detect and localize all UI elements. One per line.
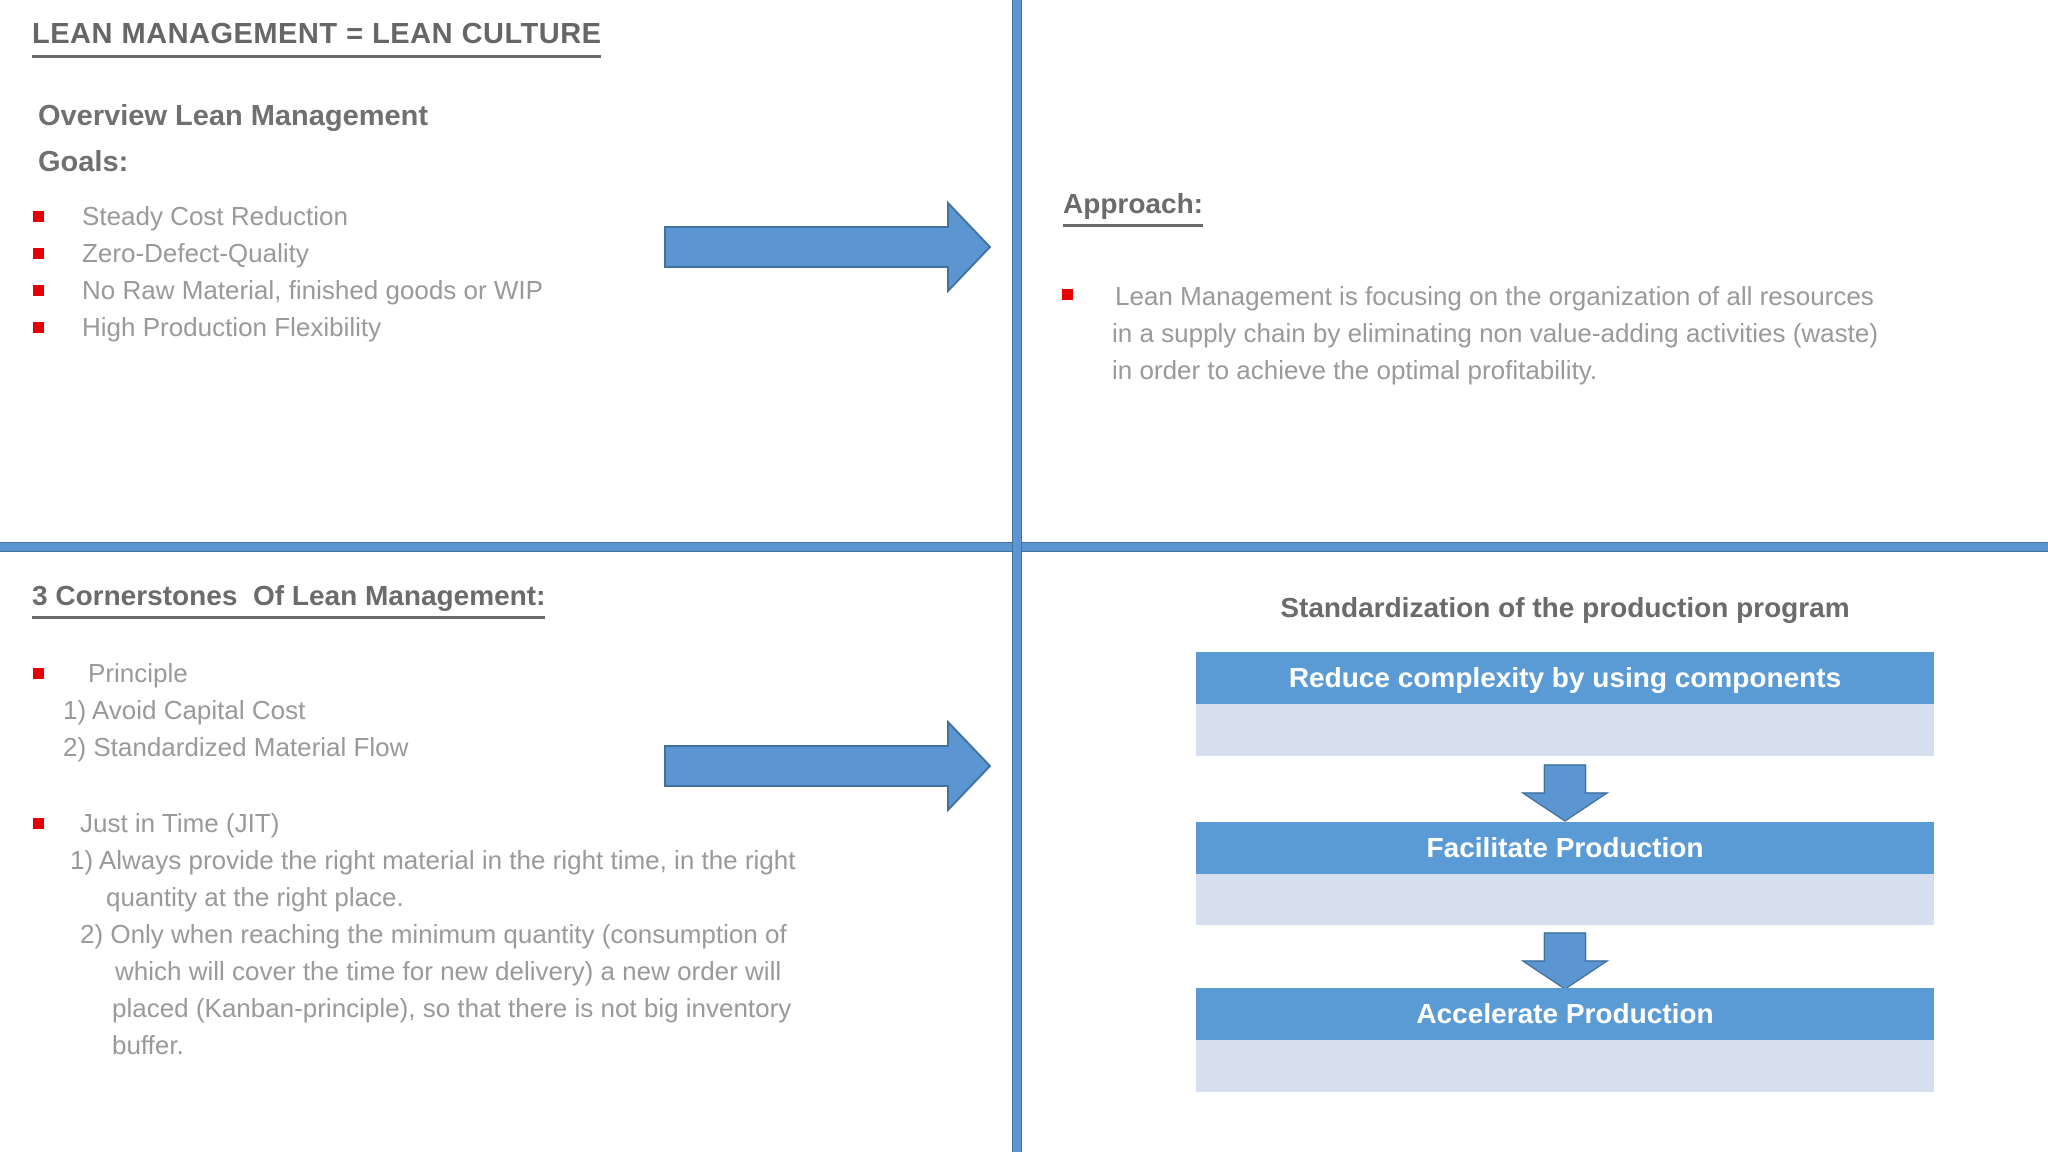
list-item: Zero-Defect-Quality (33, 235, 543, 272)
flow-step-label: Facilitate Production (1426, 832, 1704, 863)
right-arrow-icon (664, 719, 992, 813)
bullet-square-icon (33, 322, 44, 333)
down-arrow-icon (1520, 932, 1610, 990)
standardization-heading-text: Standardization of the production progra… (1280, 592, 1850, 623)
approach-line: Lean Management is focusing on the organ… (1115, 281, 1874, 311)
jit-line: 2) Only when reaching the minimum quanti… (80, 919, 787, 949)
bullet-square-icon (33, 248, 44, 259)
flow-diagram: Reduce complexity by using components Fa… (1196, 652, 1934, 1092)
list-item: Just in Time (JIT) (33, 805, 795, 842)
list-item: Steady Cost Reduction (33, 198, 543, 235)
down-arrow-icon (1520, 764, 1610, 822)
standardization-heading: Standardization of the production progra… (1196, 592, 1934, 624)
jit-block: Just in Time (JIT) 1) Always provide the… (33, 805, 795, 1064)
goal-label: Zero-Defect-Quality (82, 238, 309, 268)
page-title: LEAN MANAGEMENT = LEAN CULTURE (32, 18, 602, 58)
principle-item: 1) Avoid Capital Cost (63, 695, 306, 725)
bullet-square-icon (33, 668, 44, 679)
approach-line: in order to achieve the optimal profitab… (1112, 355, 1598, 385)
goal-label: No Raw Material, finished goods or WIP (82, 275, 543, 305)
flow-step-facilitate-production: Facilitate Production (1196, 822, 1934, 874)
page-title-text: LEAN MANAGEMENT = LEAN CULTURE (32, 18, 602, 58)
flow-step-spacer-box (1196, 704, 1934, 756)
list-item: No Raw Material, finished goods or WIP (33, 272, 543, 309)
overview-heading: Overview Lean Management (38, 100, 429, 132)
flow-step-label: Accelerate Production (1416, 998, 1714, 1029)
list-item: High Production Flexibility (33, 309, 543, 346)
flow-step-accelerate-production: Accelerate Production (1196, 988, 1934, 1040)
cornerstones-heading: 3 Cornerstones Of Lean Management: (32, 580, 546, 619)
principle-block: Principle 1) Avoid Capital Cost 2) Stand… (33, 655, 408, 766)
jit-line: quantity at the right place. (106, 882, 404, 912)
right-arrow-icon (664, 200, 992, 294)
flow-step-label: Reduce complexity by using components (1288, 662, 1842, 693)
goals-heading: Goals: (38, 146, 129, 178)
approach-heading-text: Approach: (1063, 188, 1203, 227)
bullet-square-icon (33, 818, 44, 829)
approach-line: in a supply chain by eliminating non val… (1112, 318, 1878, 348)
jit-line: buffer. (112, 1030, 184, 1060)
approach-heading: Approach: (1063, 188, 1203, 227)
jit-label: Just in Time (JIT) (80, 808, 280, 838)
flow-step-spacer-box (1196, 874, 1934, 925)
principle-item: 2) Standardized Material Flow (63, 732, 409, 762)
goal-label: Steady Cost Reduction (82, 201, 348, 231)
approach-bullet-block: Lean Management is focusing on the organ… (1062, 278, 1878, 389)
cornerstones-heading-text: 3 Cornerstones Of Lean Management: (32, 580, 546, 619)
bullet-square-icon (1062, 289, 1073, 300)
flow-step-spacer-box (1196, 1040, 1934, 1092)
jit-line: which will cover the time for new delive… (115, 956, 782, 986)
goals-list: Steady Cost Reduction Zero-Defect-Qualit… (33, 198, 543, 346)
goal-label: High Production Flexibility (82, 312, 382, 342)
jit-line: placed (Kanban-principle), so that there… (112, 993, 792, 1023)
flow-step-reduce-complexity: Reduce complexity by using components (1196, 652, 1934, 704)
vertical-divider (1012, 0, 1022, 1152)
horizontal-divider (0, 542, 2048, 552)
principle-label: Principle (88, 658, 188, 688)
jit-line: 1) Always provide the right material in … (70, 845, 796, 875)
list-item: Principle (33, 655, 408, 692)
bullet-square-icon (33, 211, 44, 222)
bullet-square-icon (33, 285, 44, 296)
